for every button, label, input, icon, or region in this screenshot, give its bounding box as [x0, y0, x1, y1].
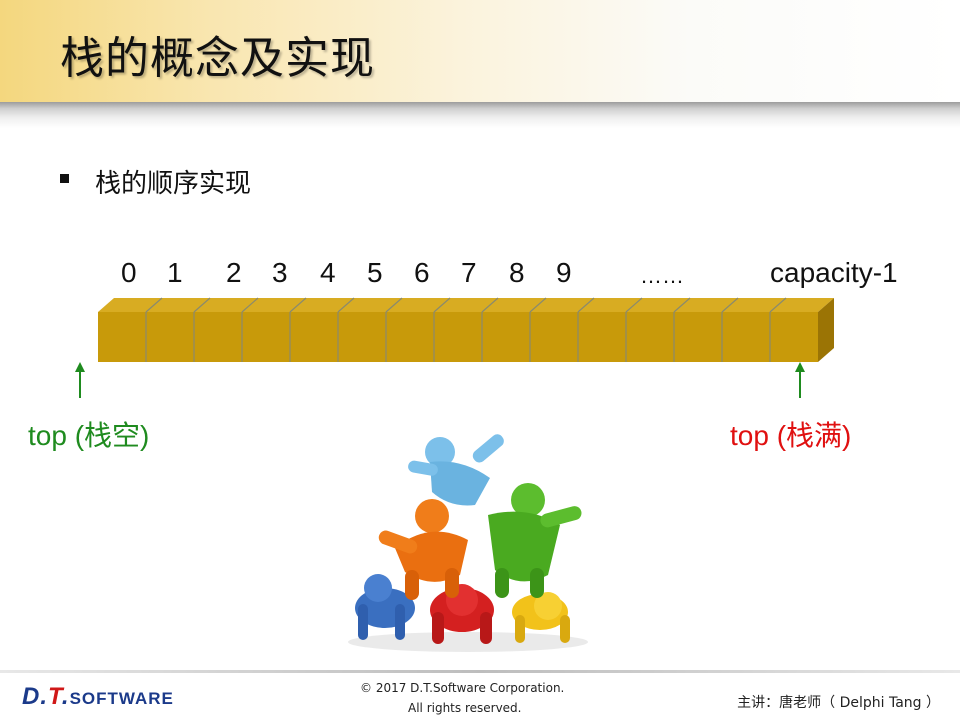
index-label: 2 — [226, 257, 242, 288]
index-label: 7 — [461, 257, 477, 288]
rights-text: All rights reserved. — [408, 701, 522, 715]
cell-divider-top — [385, 297, 403, 313]
cell-divider-top — [433, 297, 451, 313]
cell-divider-top — [193, 297, 211, 313]
cell-divider-top — [625, 297, 643, 313]
index-label: 3 — [272, 257, 288, 288]
cell-divider-top — [289, 297, 307, 313]
slide-title: 栈的概念及实现 — [60, 33, 375, 84]
index-label-capacity: capacity-1 — [770, 257, 898, 288]
cell-divider-top — [241, 297, 259, 313]
cell-divider-top — [145, 297, 163, 313]
index-label: 6 — [414, 257, 430, 288]
index-label: 1 — [167, 257, 183, 288]
index-label: 8 — [509, 257, 525, 288]
arrowhead-icon — [795, 362, 805, 372]
cell-divider-top — [481, 297, 499, 313]
cell-divider-top — [577, 297, 595, 313]
array-front-face — [98, 312, 818, 362]
header-shadow — [0, 102, 960, 128]
cell-divider-top — [529, 297, 547, 313]
index-label: 9 — [556, 257, 572, 288]
cell-divider-top — [769, 297, 787, 313]
speaker-credit: 主讲：唐老师（ Delphi Tang ） — [737, 695, 940, 711]
company-logo: D.T.SOFTWARE — [22, 683, 174, 710]
array-cells — [145, 297, 787, 362]
header-band — [0, 0, 960, 104]
copyright-text: © 2017 D.T.Software Corporation. — [360, 681, 565, 695]
top-empty-label: top (栈空) — [28, 420, 150, 451]
bullet-text: 栈的顺序实现 — [95, 169, 252, 199]
top-full-label: top (栈满) — [730, 420, 852, 451]
index-label: 0 — [121, 257, 137, 288]
cell-divider-top — [673, 297, 691, 313]
array-top-face — [98, 298, 834, 312]
cell-divider-top — [721, 297, 739, 313]
clay-people-illustration — [348, 434, 588, 652]
index-label: 5 — [367, 257, 383, 288]
arrowhead-icon — [75, 362, 85, 372]
index-ellipsis: …… — [640, 263, 684, 288]
cell-divider-top — [337, 297, 355, 313]
bullet-marker — [60, 174, 69, 183]
array-side-face — [818, 298, 834, 362]
index-label: 4 — [320, 257, 336, 288]
footer-divider — [0, 670, 960, 673]
